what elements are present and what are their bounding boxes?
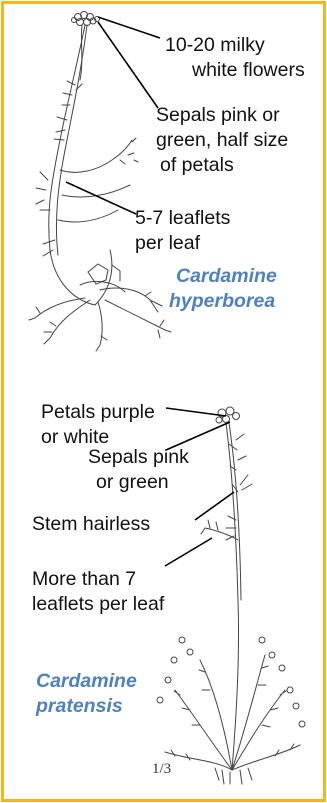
species-name-pratensis: Cardamine pratensis [36, 669, 137, 719]
label-stem: Stem hairless [32, 512, 150, 537]
label-sepals: Sepals pink or green, half size of petal… [156, 103, 288, 178]
hyperborea-drawing [29, 12, 171, 352]
label-sepals-b: Sepals pink or green [88, 445, 189, 495]
label-leaflets-b: More than 7 leaflets per leaf [32, 567, 164, 617]
label-petals: Petals purple or white [41, 400, 155, 450]
scale-label: 1/3 [152, 761, 171, 778]
label-leaflets: 5-7 leaflets per leaf [135, 206, 230, 256]
label-flowers: 10-20 milky white flowers [165, 33, 305, 83]
hyperborea-flower-cluster [72, 12, 100, 26]
leader-line-petals [166, 408, 226, 416]
species-name-hyperborea: Cardamine hyperborea [176, 264, 277, 314]
leader-line-leaflets-b [165, 538, 212, 566]
